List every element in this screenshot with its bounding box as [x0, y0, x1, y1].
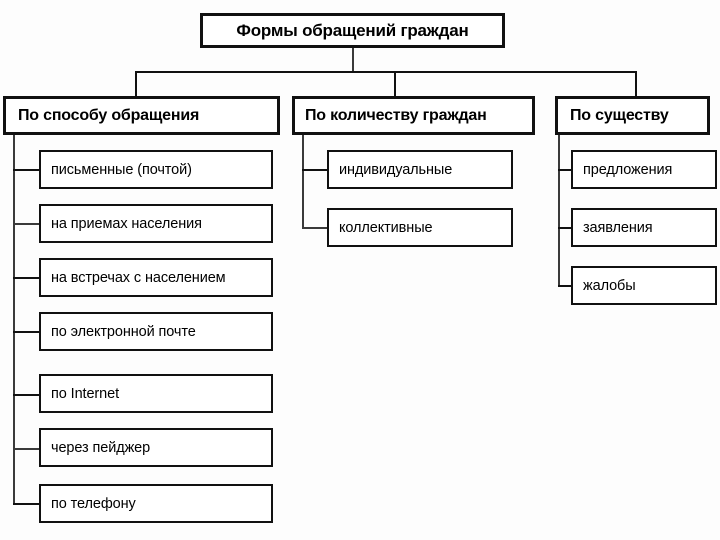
category-header-by-method-label: По способу обращения: [18, 106, 200, 124]
connector-stub-by-method-7: [13, 503, 40, 505]
leaf-by-method-7-label: по телефону: [51, 495, 136, 512]
connector-stub-by-method-2: [13, 223, 40, 225]
connector-bus-horizontal: [135, 71, 637, 73]
connector-stub-by-count-1: [302, 169, 328, 171]
leaf-by-substance-2-label: заявления: [583, 219, 653, 236]
category-header-by-substance-label: По существу: [570, 106, 669, 124]
category-header-by-method: По способу обращения: [3, 96, 280, 135]
connector-stub-by-count-2: [302, 227, 328, 229]
category-header-by-count: По количеству граждан: [292, 96, 535, 135]
leaf-by-method-5: по Internet: [39, 374, 274, 414]
leaf-by-method-1-label: письменные (почтой): [51, 161, 192, 178]
leaf-by-substance-1: предложения: [571, 150, 718, 190]
leaf-by-method-6-label: через пейджер: [51, 439, 151, 456]
connector-drop-by-method: [135, 71, 137, 96]
leaf-by-method-2: на приемах населения: [39, 204, 274, 244]
root-node-forms-of-citizen-appeals: Формы обращений граждан: [200, 13, 505, 48]
category-header-by-count-label: По количеству граждан: [305, 106, 487, 124]
connector-trunk-by-substance: [558, 135, 560, 287]
leaf-by-substance-1-label: предложения: [583, 161, 673, 178]
leaf-by-count-1-label: индивидуальные: [339, 161, 453, 178]
connector-stub-by-method-6: [13, 448, 40, 450]
connector-stub-by-method-5: [13, 394, 40, 396]
connector-drop-by-substance: [635, 71, 637, 96]
leaf-by-method-4: по электронной почте: [39, 312, 274, 352]
leaf-by-method-5-label: по Internet: [51, 385, 120, 402]
leaf-by-method-7: по телефону: [39, 484, 274, 524]
leaf-by-substance-3-label: жалобы: [583, 277, 636, 294]
connector-stub-by-substance-2: [558, 227, 572, 229]
leaf-by-method-4-label: по электронной почте: [51, 323, 196, 340]
leaf-by-count-2: коллективные: [327, 208, 514, 248]
leaf-by-method-3: на встречах с населением: [39, 258, 274, 298]
leaf-by-count-1: индивидуальные: [327, 150, 514, 190]
category-header-by-substance: По существу: [555, 96, 710, 135]
leaf-by-method-1: письменные (почтой): [39, 150, 274, 190]
leaf-by-substance-3: жалобы: [571, 266, 718, 306]
connector-root-stem: [352, 48, 354, 72]
leaf-by-method-6: через пейджер: [39, 428, 274, 468]
connector-stub-by-substance-1: [558, 169, 572, 171]
root-node-label: Формы обращений граждан: [236, 20, 469, 40]
connector-stub-by-substance-3: [558, 285, 572, 287]
leaf-by-substance-2: заявления: [571, 208, 718, 248]
leaf-by-count-2-label: коллективные: [339, 219, 433, 236]
connector-stub-by-method-3: [13, 277, 40, 279]
leaf-by-method-2-label: на приемах населения: [51, 215, 202, 232]
connector-trunk-by-count: [302, 135, 304, 229]
connector-drop-by-count: [394, 71, 396, 96]
connector-trunk-by-method: [13, 135, 15, 504]
connector-stub-by-method-1: [13, 169, 40, 171]
connector-stub-by-method-4: [13, 331, 40, 333]
leaf-by-method-3-label: на встречах с населением: [51, 269, 226, 286]
